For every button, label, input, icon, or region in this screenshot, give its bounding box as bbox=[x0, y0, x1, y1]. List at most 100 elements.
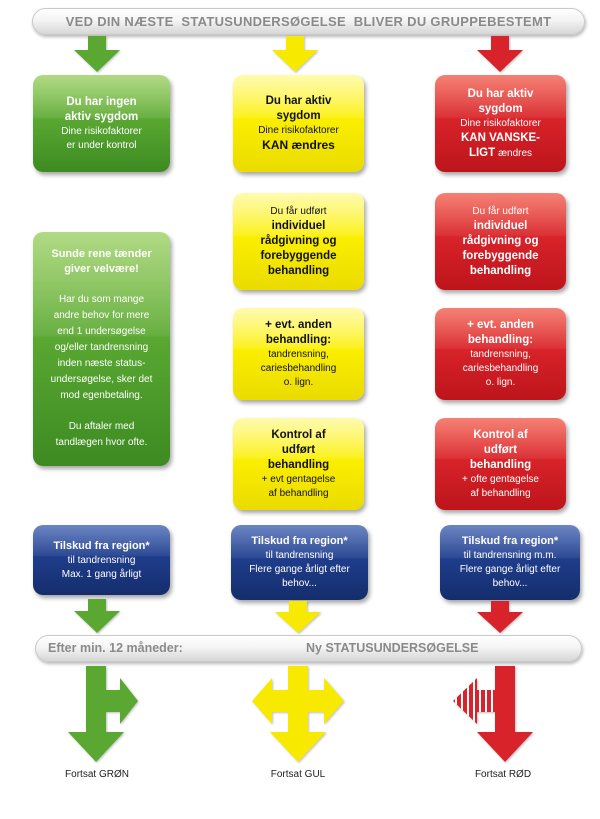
yellow-control-title-line: Kontrol af bbox=[271, 428, 326, 441]
green-top-arrow-shape bbox=[74, 36, 120, 72]
bottom-banner-interval: Efter min. 12 måneder: bbox=[48, 641, 183, 655]
red-treatment-title-line: behandling: bbox=[467, 334, 534, 346]
bottom-banner: Efter min. 12 måneder: Ny STATUSUNDERSØG… bbox=[35, 635, 582, 662]
green-info-box: Sunde rene tænder giver velvære! Har du … bbox=[33, 232, 170, 466]
red-control-box: Kontrol af udført behandling + ofte gent… bbox=[435, 418, 566, 510]
red-treatment-body-line: o. lign. bbox=[485, 377, 516, 388]
yellow-status-title-line: Du har aktiv bbox=[265, 95, 332, 107]
yellow-outcome-label: Fortsat GUL bbox=[270, 769, 326, 780]
yellow-control-title-line: udført bbox=[281, 443, 316, 456]
yellow-top-arrow bbox=[272, 36, 318, 72]
yellow-treatment-box: + evt. anden behandling: tandrensning, c… bbox=[233, 308, 364, 400]
red-advice-title-line: forebyggende bbox=[462, 249, 539, 262]
yellow-subsidy-box: Tilskud fra region* til tandrensning Fle… bbox=[231, 525, 368, 600]
red-status-emphasis-line: LIGT bbox=[468, 146, 496, 159]
red-control-body-line: af behandling bbox=[470, 487, 531, 499]
green-outcome-arrow-shape bbox=[68, 666, 138, 762]
red-status-title-line: Du har aktiv bbox=[467, 87, 534, 100]
red-outcome-label: Fortsat RØD bbox=[474, 769, 532, 780]
red-advice-title-line: rådgivning og bbox=[462, 234, 539, 247]
red-control-title-line: behandling bbox=[469, 458, 532, 471]
yellow-advice-title-line: rådgivning og bbox=[260, 234, 337, 247]
yellow-control-body-line: af behandling bbox=[268, 487, 329, 499]
yellow-mid-arrow bbox=[275, 601, 321, 633]
green-outcome-label: Fortsat GRØN bbox=[65, 769, 129, 780]
red-status-title-line: sygdom bbox=[478, 102, 523, 115]
yellow-advice-box: Du får udført individuel rådgivning og f… bbox=[233, 193, 364, 290]
yellow-treatment-body-line: o. lign. bbox=[283, 377, 314, 388]
green-subsidy-box: Tilskud fra region* til tandrensning Max… bbox=[33, 525, 170, 595]
yellow-subsidy-line: til tandrensning bbox=[265, 550, 334, 561]
red-mid-arrow-shape bbox=[477, 601, 523, 633]
green-mid-arrow-shape bbox=[74, 599, 120, 633]
green-subsidy-line: til tandrensning bbox=[67, 554, 136, 566]
red-treatment-body-line: cariesbehandling bbox=[462, 363, 539, 374]
red-control-title-line: Kontrol af bbox=[473, 428, 528, 441]
yellow-top-arrow-shape bbox=[272, 36, 318, 72]
yellow-subsidy-line: Flere gange årligt efter bbox=[249, 564, 350, 575]
red-outcome-left-arrow-shape bbox=[453, 678, 495, 724]
red-status-tail: ændres bbox=[498, 147, 533, 159]
yellow-control-box: Kontrol af udført behandling + evt genta… bbox=[233, 418, 364, 510]
red-subsidy-line: Flere gange årligt efter bbox=[459, 564, 561, 575]
red-status-box: Du har aktiv sygdom Dine risikofaktorer … bbox=[435, 75, 566, 172]
green-info-title-line: Sunde rene tænder bbox=[51, 248, 152, 260]
yellow-advice-title-line: forebyggende bbox=[260, 249, 337, 262]
green-info-para1-line: undersøgelse, sker det bbox=[50, 374, 153, 385]
yellow-control-title-line: behandling bbox=[267, 458, 330, 471]
yellow-status-body: Dine risikofaktorer bbox=[258, 125, 339, 136]
red-advice-title-line: individuel bbox=[473, 219, 528, 232]
red-subsidy-line: til tandrensning m.m. bbox=[463, 550, 557, 561]
yellow-status-box: Du har aktiv sygdom Dine risikofaktorer … bbox=[233, 75, 364, 172]
green-info-para1-line: og/eller tandrensning bbox=[54, 342, 149, 353]
green-subsidy-line: Max. 1 gang årligt bbox=[61, 568, 142, 580]
green-status-box: Du har ingen aktiv sygdom Dine risikofak… bbox=[33, 75, 170, 172]
red-control-body-line: + ofte gentagelse bbox=[461, 473, 539, 485]
yellow-treatment-title-line: behandling: bbox=[265, 334, 332, 346]
yellow-control-body-line: + evt gentagelse bbox=[261, 473, 336, 485]
red-advice-intro: Du får udført bbox=[472, 205, 529, 217]
green-info-para2-line: tandlægen hvor ofte. bbox=[55, 437, 148, 448]
green-outcome-arrow bbox=[68, 666, 138, 762]
bottom-banner-next-exam: Ny STATUSUNDERSØGELSE bbox=[306, 641, 479, 655]
yellow-treatment-title-line: + evt. anden bbox=[265, 319, 332, 331]
yellow-treatment-body-line: tandrensning, bbox=[268, 349, 329, 360]
green-status-body-line: Dine risikofaktorer bbox=[61, 125, 142, 137]
green-info-para2-line: Du aftaler med bbox=[68, 421, 135, 432]
red-subsidy-line: behov... bbox=[492, 578, 528, 589]
green-info-para1-line: end 1 undersøgelse bbox=[57, 326, 146, 337]
yellow-status-title-line: sygdom bbox=[276, 110, 321, 122]
yellow-subsidy-line: behov... bbox=[282, 578, 317, 589]
yellow-status-emphasis: KAN ændres bbox=[262, 138, 335, 152]
green-info-title-line: giver velvære! bbox=[64, 263, 139, 275]
red-outcome-arrow bbox=[453, 666, 533, 762]
top-banner-text: VED DIN NÆSTE STATUSUNDERSØGELSE BLIVER … bbox=[65, 14, 552, 29]
yellow-mid-arrow-shape bbox=[275, 601, 321, 633]
yellow-subsidy-title: Tilskud fra region* bbox=[251, 535, 348, 547]
green-info-para1-line: andre behov for mere bbox=[53, 310, 150, 321]
red-subsidy-box: Tilskud fra region* til tandrensning m.m… bbox=[440, 525, 580, 600]
red-treatment-title-line: + evt. anden bbox=[467, 319, 534, 331]
red-treatment-box: + evt. anden behandling: tandrensning, c… bbox=[435, 308, 566, 400]
green-info-para1-line: inden næste status- bbox=[57, 358, 146, 369]
red-status-emphasis-line: KAN VANSKE- bbox=[460, 131, 540, 144]
red-control-title-line: udført bbox=[483, 443, 518, 456]
red-top-arrow-shape bbox=[477, 36, 523, 72]
green-top-arrow bbox=[74, 36, 120, 72]
red-subsidy-title: Tilskud fra region* bbox=[461, 535, 559, 547]
green-status-title-line: Du har ingen bbox=[66, 95, 137, 108]
red-top-arrow bbox=[477, 36, 523, 72]
yellow-advice-title-line: individuel bbox=[271, 219, 326, 232]
yellow-outcome-arrow bbox=[252, 666, 344, 762]
yellow-outcome-arrow-shape bbox=[252, 666, 344, 762]
green-subsidy-title: Tilskud fra region* bbox=[53, 539, 150, 552]
red-status-body: Dine risikofaktorer bbox=[460, 117, 541, 129]
yellow-treatment-body-line: cariesbehandling bbox=[260, 363, 337, 374]
red-advice-box: Du får udført individuel rådgivning og f… bbox=[435, 193, 566, 290]
red-mid-arrow bbox=[477, 601, 523, 633]
top-banner: VED DIN NÆSTE STATUSUNDERSØGELSE BLIVER … bbox=[32, 8, 585, 35]
green-status-body-line: er under kontrol bbox=[66, 139, 137, 151]
green-info-para1-line: Har du som mange bbox=[58, 294, 145, 305]
yellow-advice-intro: Du får udført bbox=[270, 205, 327, 217]
